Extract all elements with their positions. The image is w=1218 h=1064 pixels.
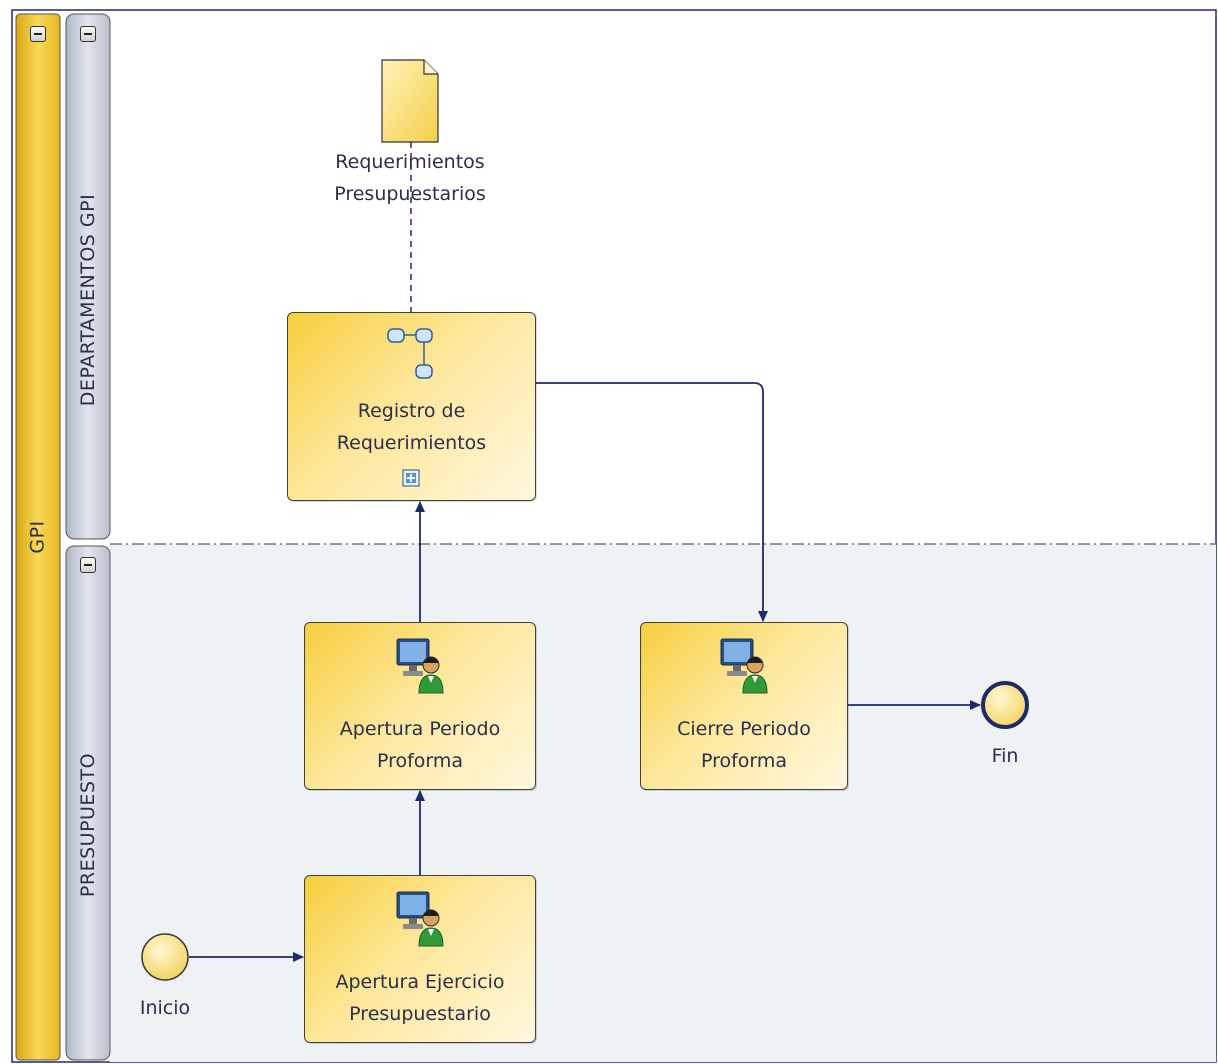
pool-collapse-button[interactable] — [30, 26, 46, 42]
data-object-icon[interactable] — [381, 59, 439, 143]
start-event-icon[interactable] — [141, 933, 189, 981]
subprocess-icon — [387, 328, 433, 379]
user-task-icon — [720, 638, 768, 694]
task-label: Registro de Requerimientos — [336, 400, 487, 454]
lane-departamentos-collapse-button[interactable] — [80, 26, 96, 42]
lane-presupuesto-collapse-button[interactable] — [80, 557, 96, 573]
task-apertura-ejercicio-presupuestario[interactable]: Apertura Ejercicio Presupuestario — [304, 875, 536, 1043]
task-label: Cierre Periodo Proforma — [677, 718, 811, 772]
start-event-label: Inicio — [139, 997, 191, 1019]
task-label: Apertura Periodo Proforma — [339, 718, 501, 772]
pool-name: GPI — [26, 520, 49, 554]
end-event-label: Fin — [991, 745, 1019, 767]
flow-registro-to-cierre — [536, 382, 768, 622]
data-object-label: Requerimientos Presupuestarios — [334, 151, 486, 205]
expand-subprocess-icon[interactable] — [402, 469, 420, 487]
lane-name-departamentos: DEPARTAMENTOS GPI — [77, 193, 100, 406]
lane-name-presupuesto: PRESUPUESTO — [77, 752, 99, 898]
lane-label-presupuesto: PRESUPUESTO — [66, 590, 110, 1060]
task-registro-requerimientos[interactable]: Registro de Requerimientos — [287, 312, 536, 501]
end-event-icon[interactable] — [981, 681, 1029, 729]
lane-label-departamentos: DEPARTAMENTOS GPI — [66, 60, 110, 539]
user-task-icon — [396, 891, 444, 947]
data-object-fold — [423, 60, 438, 75]
task-label: Apertura Ejercicio Presupuestario — [335, 971, 505, 1025]
task-cierre-periodo-proforma[interactable]: Cierre Periodo Proforma — [640, 622, 848, 790]
pool-label: GPI — [16, 14, 60, 1060]
task-apertura-periodo-proforma[interactable]: Apertura Periodo Proforma — [304, 622, 536, 790]
lane-header-departamentos — [65, 13, 111, 540]
lane-header-presupuesto — [65, 545, 111, 1061]
user-task-icon — [396, 638, 444, 694]
pool-header — [15, 13, 61, 1061]
